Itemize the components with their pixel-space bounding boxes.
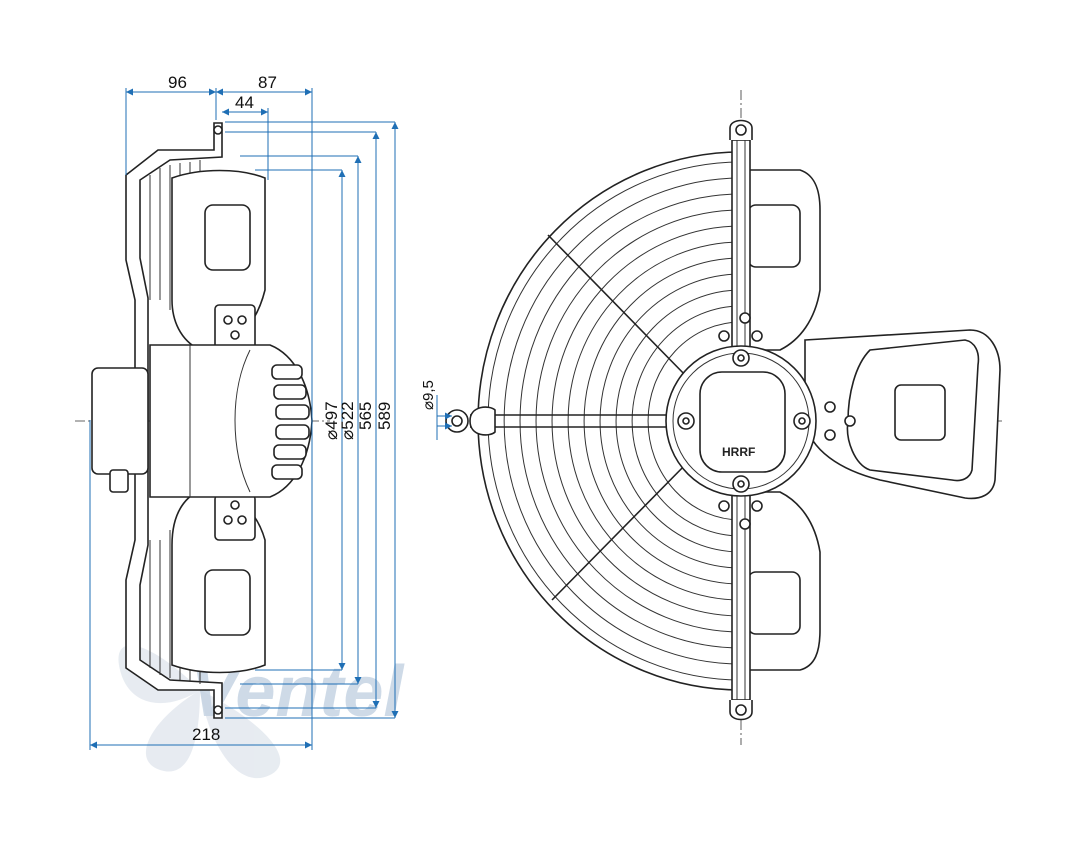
front-blades xyxy=(740,169,1001,671)
front-motor-cover xyxy=(699,371,786,473)
side-mount-lug-top xyxy=(213,125,223,135)
front-hub: HRRF xyxy=(665,312,856,530)
dim-96: 96 xyxy=(168,73,187,92)
dim-218: 218 xyxy=(192,725,220,744)
side-terminal-box xyxy=(91,367,149,475)
manufacturer-logo: HRRF xyxy=(722,445,755,459)
side-blade-lower-window xyxy=(204,569,251,636)
dim-87: 87 xyxy=(258,73,277,92)
side-blade-upper-window xyxy=(204,204,251,271)
side-motor-fins xyxy=(271,364,310,480)
side-view xyxy=(75,122,330,719)
front-guard xyxy=(445,119,753,721)
dim-hole-diameter: ⌀9,5 xyxy=(420,380,437,410)
dim-44: 44 xyxy=(235,93,254,112)
dim-diameter-589: 589 xyxy=(375,402,394,430)
side-mount-lug-bottom xyxy=(213,705,223,715)
dim-diameter-522: ⌀522 xyxy=(338,401,357,440)
front-dimensions: ⌀9,5 xyxy=(420,380,452,440)
dim-diameter-565: 565 xyxy=(356,402,375,430)
dim-diameter-497: ⌀497 xyxy=(322,401,341,440)
side-blade-upper-clamp xyxy=(214,304,256,351)
side-cable-gland xyxy=(109,469,129,493)
side-dimensions: 96 87 44 218 ⌀497 ⌀522 565 589 xyxy=(89,73,399,750)
front-view: HRRF xyxy=(445,90,1005,745)
